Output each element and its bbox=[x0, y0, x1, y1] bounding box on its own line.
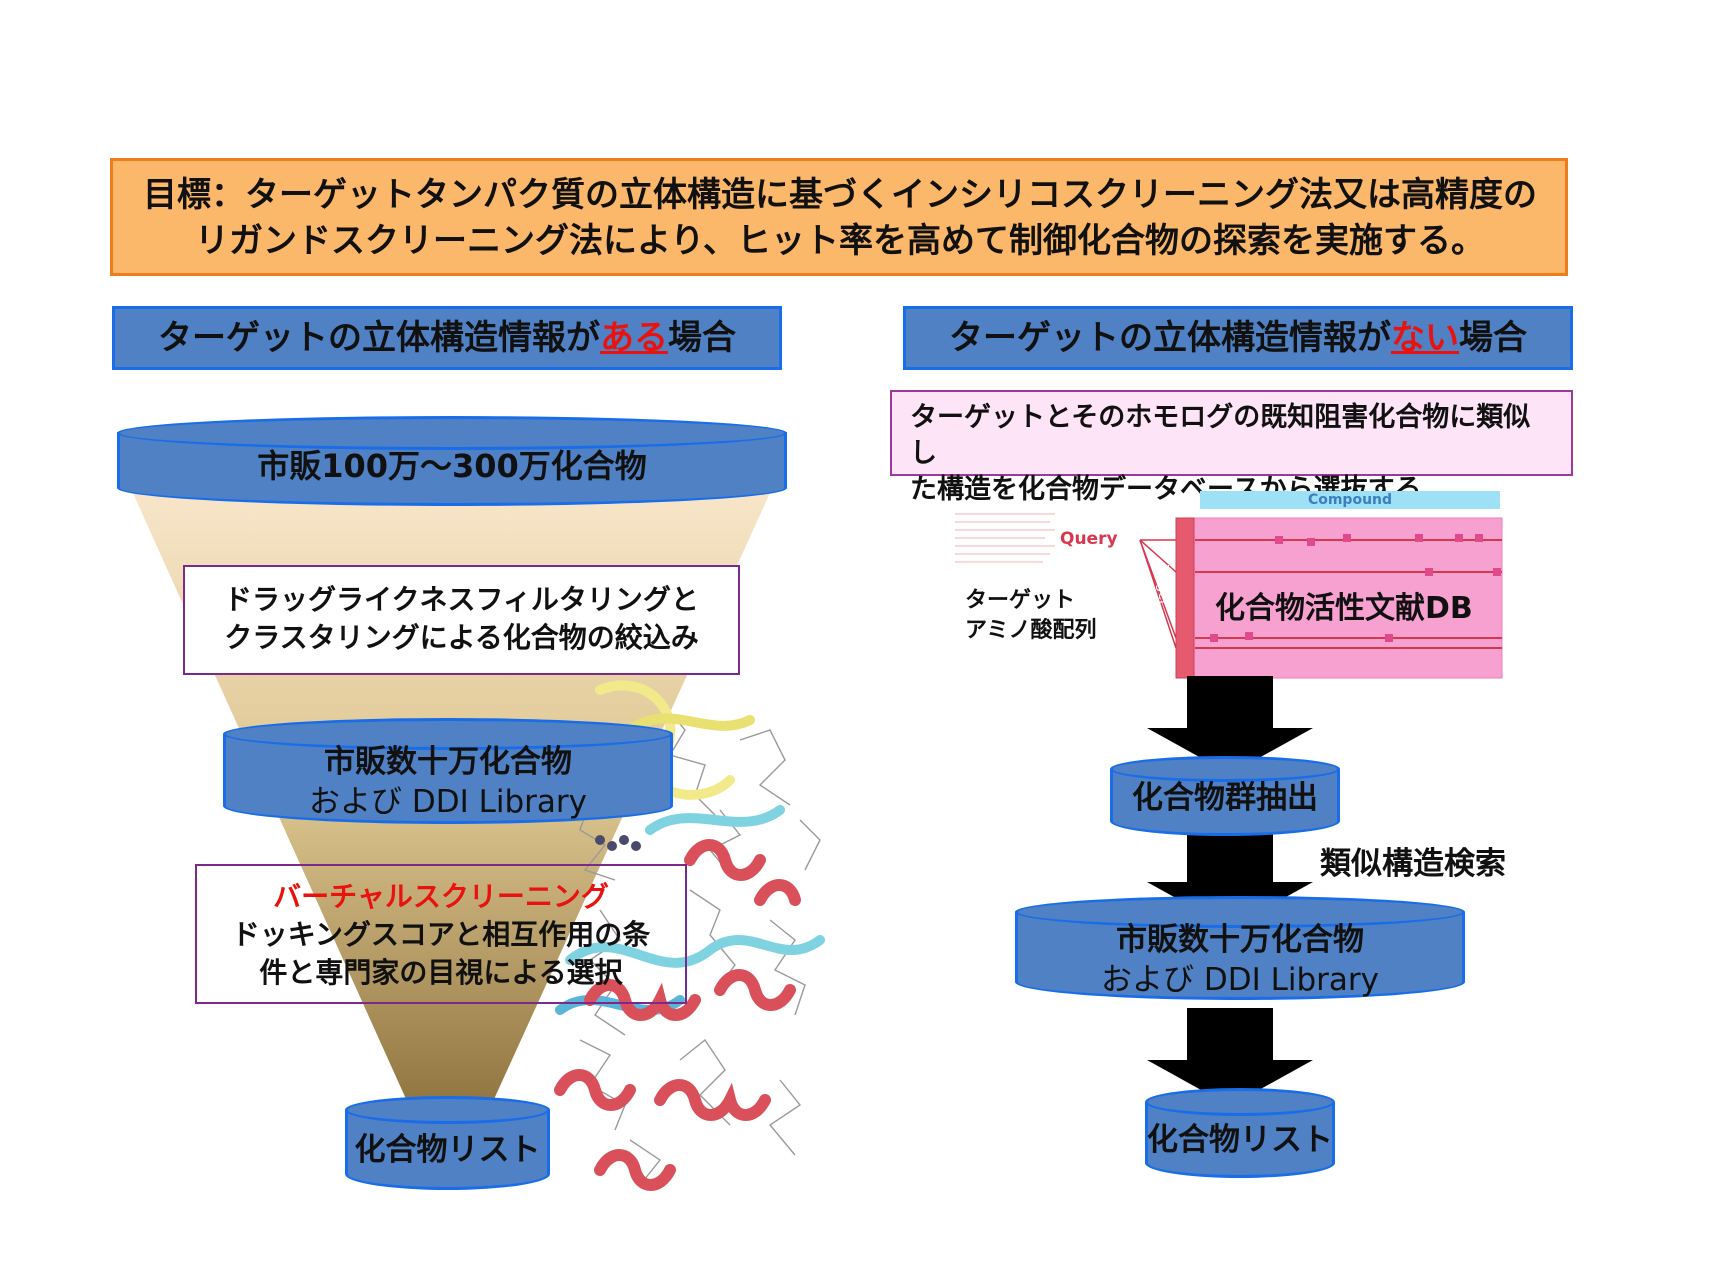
compound-bar: Compound bbox=[1200, 491, 1500, 509]
down-arrow-1 bbox=[1147, 676, 1313, 774]
filter-line-2: クラスタリングによる化合物の絞込み bbox=[224, 621, 699, 654]
right-drum-2-label: 市販数十万化合物 および DDI Library bbox=[1015, 920, 1465, 1000]
left-drum-2-label: 市販数十万化合物 および DDI Library bbox=[223, 742, 673, 822]
left-header-suffix: 場合 bbox=[668, 318, 736, 358]
target-label: Target bbox=[1155, 565, 1170, 606]
right-drum-library: 市販数十万化合物 および DDI Library bbox=[1015, 896, 1465, 1002]
right-header-suffix: 場合 bbox=[1459, 318, 1527, 358]
right-drum-3-label: 化合物リスト bbox=[1147, 1122, 1333, 1158]
left-header-prefix: ターゲットの立体構造情報が bbox=[158, 318, 600, 358]
sequence-label-1: ターゲット bbox=[965, 588, 1076, 613]
left-drum-2-line-2: および DDI Library bbox=[309, 784, 587, 820]
left-drum-3-label: 化合物リスト bbox=[354, 1132, 541, 1168]
right-drum-2-line-2: および DDI Library bbox=[1101, 962, 1379, 998]
goal-banner bbox=[110, 158, 1568, 276]
sequence-label-2: アミノ酸配列 bbox=[965, 618, 1097, 643]
filter-line-1: ドラッグライクネスフィルタリングと bbox=[224, 583, 699, 616]
right-info-line-1: ターゲットとそのホモログの既知阻害化合物に類似し bbox=[910, 402, 1531, 469]
right-drum-compound-list: 化合物リスト bbox=[1145, 1088, 1335, 1180]
right-header: ターゲットの立体構造情報がない場合 bbox=[903, 306, 1573, 370]
query-label: Query bbox=[1060, 529, 1118, 549]
left-header: ターゲットの立体構造情報がある場合 bbox=[112, 306, 782, 370]
db-label: 化合物活性文献DB bbox=[1215, 591, 1473, 626]
left-drum-2-line-1: 市販数十万化合物 bbox=[324, 744, 572, 780]
similar-search-label: 類似構造検索 bbox=[1320, 846, 1506, 882]
query-matrix-figure bbox=[955, 513, 1503, 679]
right-drum-1-label: 化合物群抽出 bbox=[1132, 780, 1318, 816]
sequence-label: ターゲット アミノ酸配列 bbox=[965, 586, 1097, 646]
right-header-highlight: ない bbox=[1391, 318, 1459, 358]
goal-text: 目標：ターゲットタンパク質の立体構造に基づくインシリコスクリーニング法又は高精度… bbox=[125, 172, 1555, 264]
goal-line-2: リガンドスクリーニング法により、ヒット率を高めて制御化合物の探索を実施する。 bbox=[195, 221, 1485, 261]
virtual-screening-line-1: ドッキングスコアと相互作用の条 bbox=[231, 918, 651, 951]
virtual-screening-title: バーチャルスクリーニング bbox=[273, 880, 609, 913]
virtual-screening-box: バーチャルスクリーニング ドッキングスコアと相互作用の条 件と専門家の目視による… bbox=[195, 864, 687, 1004]
left-drum-library: 市販数十万化合物 および DDI Library bbox=[223, 718, 673, 826]
left-drum-compound-list: 化合物リスト bbox=[345, 1096, 550, 1192]
left-header-highlight: ある bbox=[600, 318, 668, 358]
virtual-screening-line-2: 件と専門家の目視による選択 bbox=[259, 956, 623, 989]
right-drum-2-line-1: 市販数十万化合物 bbox=[1116, 922, 1364, 958]
right-header-prefix: ターゲットの立体構造情報が bbox=[949, 318, 1391, 358]
goal-line-1: 目標：ターゲットタンパク質の立体構造に基づくインシリコスクリーニング法又は高精度… bbox=[143, 175, 1537, 215]
left-drum-1-label: 市販100万～300万化合物 bbox=[257, 447, 647, 485]
down-arrow-3 bbox=[1147, 1008, 1313, 1106]
right-info-box: ターゲットとそのホモログの既知阻害化合物に類似し た構造を化合物データベースから… bbox=[890, 390, 1573, 505]
left-drum-commercial-compounds: 市販100万～300万化合物 bbox=[117, 416, 787, 508]
right-drum-extraction: 化合物群抽出 bbox=[1110, 756, 1340, 838]
filter-box: ドラッグライクネスフィルタリングと クラスタリングによる化合物の絞込み bbox=[183, 565, 740, 675]
